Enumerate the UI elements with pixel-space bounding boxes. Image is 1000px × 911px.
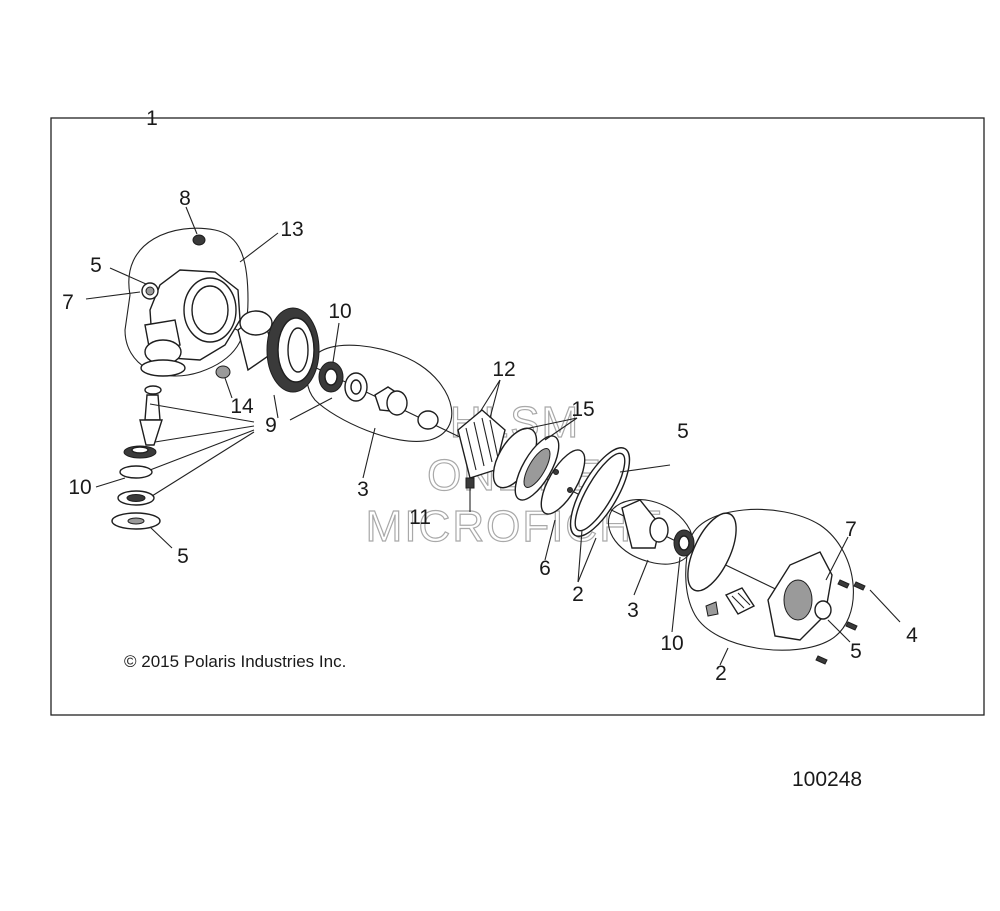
callout-labels: 1 8 13 5 7 10 14 9 3 10 5 12 15 11 5 6 2…	[62, 107, 918, 685]
callout-4: 4	[906, 624, 918, 647]
callout-3-left: 3	[357, 478, 369, 501]
gear-cover	[767, 551, 833, 641]
callout-7-left: 7	[62, 291, 74, 314]
pinion-seal	[117, 490, 155, 506]
callout-1: 1	[146, 107, 158, 130]
ring-gear	[266, 307, 320, 393]
pinion-bearing	[123, 445, 157, 459]
callout-7-right: 7	[845, 518, 857, 541]
callout-12: 12	[492, 358, 515, 381]
callout-5-lower-left: 5	[177, 545, 189, 568]
armature-plate	[514, 435, 560, 501]
magnet-plug	[215, 365, 231, 379]
gasket-ring	[569, 447, 631, 537]
bearing-front	[318, 361, 344, 393]
drive-shaft	[374, 386, 408, 416]
callout-3-right: 3	[627, 599, 639, 622]
callout-10-right: 10	[660, 632, 683, 655]
callout-15: 15	[571, 398, 594, 421]
callout-9: 9	[265, 414, 277, 437]
bushing	[417, 410, 439, 430]
callout-5-upper-left: 5	[90, 254, 102, 277]
callout-8: 8	[179, 187, 191, 210]
roller-bearing-cage	[457, 409, 506, 489]
callout-2-center: 2	[572, 583, 584, 606]
pinion-shaft	[139, 385, 163, 446]
connector-block	[724, 587, 756, 615]
callout-6: 6	[539, 557, 551, 580]
callout-11: 11	[409, 506, 431, 529]
callout-14: 14	[230, 395, 254, 418]
callout-5-right: 5	[850, 640, 862, 663]
fill-plug	[141, 282, 159, 300]
figure-number: 100248	[792, 768, 862, 791]
vent-plug	[192, 234, 206, 246]
diagram-frame	[50, 117, 985, 716]
output-hub	[621, 499, 669, 549]
large-o-ring	[687, 512, 737, 592]
cover-group-outline	[685, 508, 854, 651]
callout-13: 13	[280, 218, 303, 241]
callout-5-center: 5	[677, 420, 689, 443]
watermark-line-3: MICROFICHE	[366, 502, 665, 551]
sensor	[705, 601, 719, 617]
coil-plate	[540, 449, 586, 515]
callout-10-left: 10	[68, 476, 91, 499]
spacer	[344, 372, 368, 402]
bearing-rear	[673, 529, 695, 557]
pinion-washer	[111, 512, 161, 530]
shaft-group-outline	[306, 344, 453, 442]
pinion-shim	[119, 465, 153, 479]
cover-bolts	[815, 579, 866, 665]
leader-lines	[85, 206, 901, 666]
callout-2-right: 2	[715, 662, 727, 685]
callout-10-upper: 10	[328, 300, 351, 323]
copyright-notice: © 2015 Polaris Industries Inc.	[124, 652, 346, 671]
